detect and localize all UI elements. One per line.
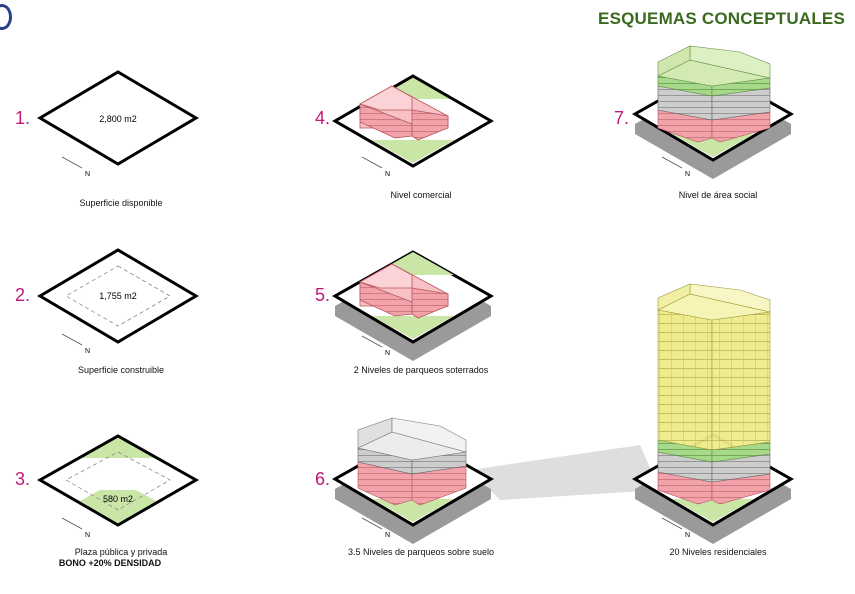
north-arrow-icon: [61, 333, 83, 346]
north-label-2: N: [85, 348, 90, 355]
step-number-3: 3.: [15, 469, 31, 489]
caption-2: Superficie construible: [77, 365, 165, 375]
scheme-2-buildable: 1,755 m2 N: [37, 248, 199, 355]
north-arrow-icon: [61, 517, 83, 530]
scheme-4-commercial: N: [331, 74, 495, 178]
scheme-7-social: N: [631, 45, 795, 179]
caption-4: Nivel comercial: [390, 190, 452, 200]
caption-3: Plaza pública y privada: [74, 547, 168, 557]
north-arrow-icon: [61, 156, 83, 169]
scheme-8-tower: N: [631, 283, 795, 544]
north-label-7: N: [685, 171, 690, 178]
caption-8: 20 Niveles residenciales: [669, 547, 767, 557]
scheme-6-parking-above: N: [331, 417, 495, 544]
scheme-1-site: 2,800 m2 N: [37, 70, 199, 178]
page-title: ESQUEMAS CONCEPTUALES: [598, 9, 845, 28]
step-number-6: 6.: [315, 469, 331, 489]
step-number-4: 4.: [315, 108, 331, 128]
caption-7: Nivel de área social: [678, 190, 758, 200]
north-arrow-icon: [661, 517, 683, 530]
north-label-4: N: [385, 171, 390, 178]
north-label-3: N: [85, 532, 90, 539]
scheme-5-underground: N: [331, 250, 495, 361]
caption-5: 2 Niveles de parqueos soterrados: [353, 365, 489, 375]
step-number-7: 7.: [614, 108, 630, 128]
north-label-5: N: [385, 350, 390, 357]
caption-3-bonus: BONO +20% DENSIDAD: [58, 558, 162, 568]
scheme-3-plaza: 580 m2 N: [36, 434, 200, 539]
north-label-6: N: [385, 532, 390, 539]
north-arrow-icon: [361, 335, 383, 348]
caption-1: Superficie disponible: [79, 198, 163, 208]
caption-6: 3.5 Niveles de parqueos sobre suelo: [347, 547, 495, 557]
north-label-1: N: [85, 171, 90, 178]
north-arrow-icon: [361, 517, 383, 530]
step-number-1: 1.: [15, 108, 31, 128]
step-number-5: 5.: [315, 285, 331, 305]
area-label-1: 2,800 m2: [99, 114, 137, 124]
area-label-2: 1,755 m2: [99, 291, 137, 301]
corner-logo-fragment: [0, 4, 12, 30]
north-label-8: N: [685, 532, 690, 539]
area-label-3: 580 m2: [103, 494, 133, 504]
step-number-2: 2.: [15, 285, 31, 305]
north-arrow-icon: [361, 156, 383, 169]
north-arrow-icon: [661, 156, 683, 169]
tower-shadow: [470, 445, 660, 500]
